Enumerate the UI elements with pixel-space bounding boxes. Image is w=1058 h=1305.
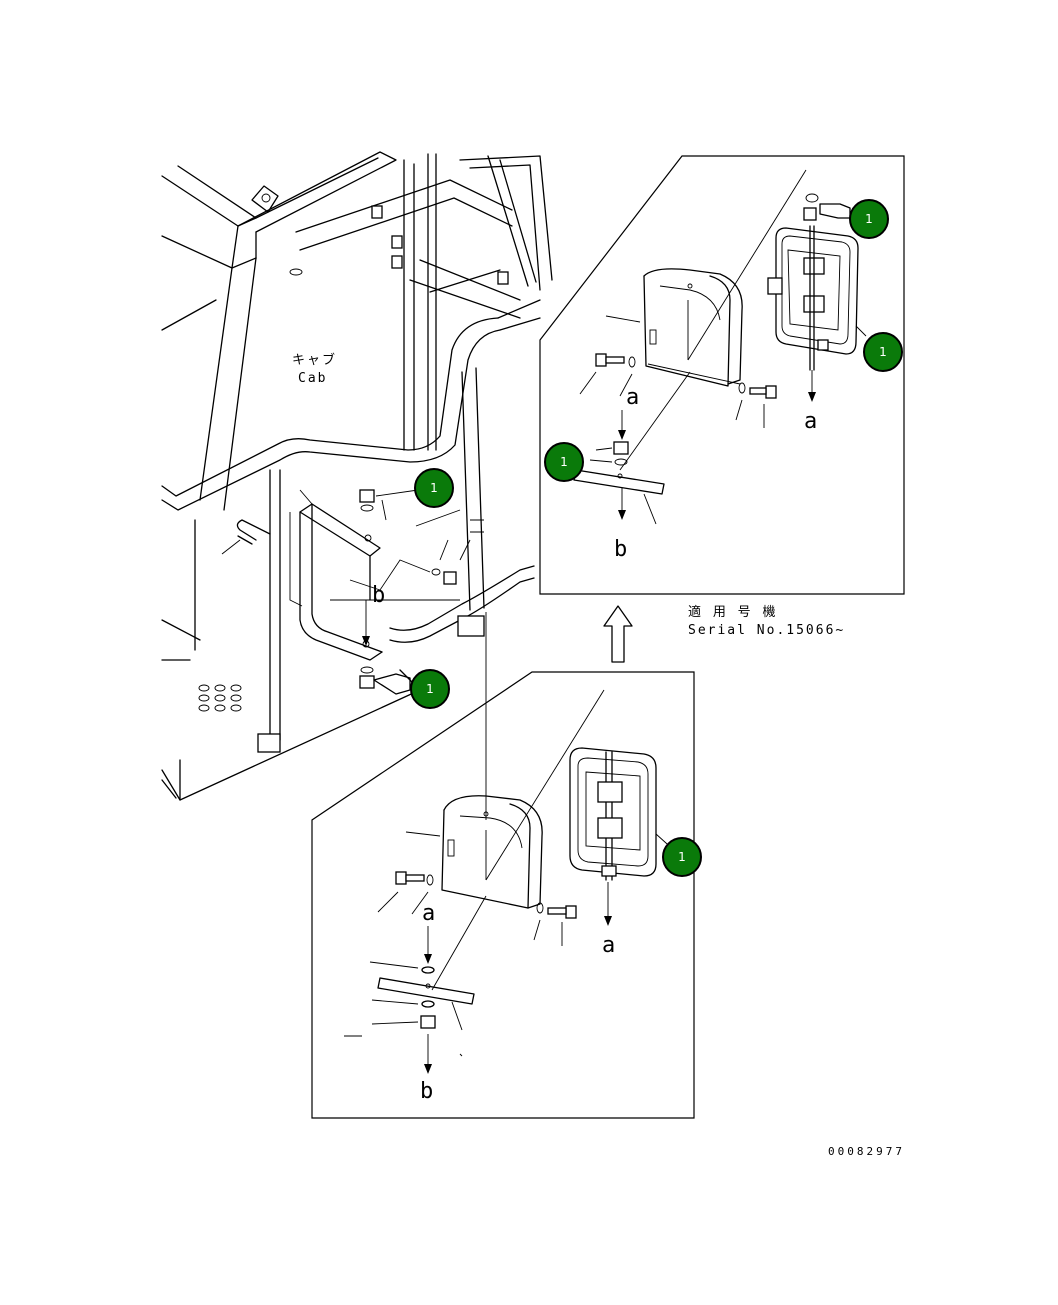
mirror-unit-lower — [569, 747, 677, 881]
view-letter-a-upper-left: a — [626, 385, 639, 410]
svg-text:1: 1 — [678, 850, 686, 864]
svg-text:1: 1 — [865, 212, 873, 226]
bolts-lower — [377, 871, 577, 946]
cab-frame — [161, 151, 553, 801]
mirror-bracket-main — [289, 489, 460, 661]
view-letter-a-lower-left: a — [422, 901, 435, 926]
view-letter-a-lower-right: a — [602, 933, 615, 958]
callout-1-main-top: 1 — [414, 468, 454, 508]
callout-1-upper-mirror: 1 — [863, 332, 903, 372]
bolts-upper — [579, 353, 777, 428]
serial-label-en: Serial No.15066~ — [688, 623, 845, 638]
svg-text:1: 1 — [879, 345, 887, 359]
cab-label-en: Cab — [298, 371, 327, 386]
u-bolt — [221, 519, 271, 555]
serial-label-jp: 適 用 号 機 — [688, 604, 777, 620]
svg-text:1: 1 — [560, 455, 568, 469]
hood-cover-lower — [405, 795, 543, 909]
serial-arrow — [603, 605, 633, 663]
mirror-unit-upper — [767, 193, 867, 371]
hood-cover-upper — [643, 268, 743, 387]
main-leaders — [362, 499, 487, 820]
view-letter-b-main: b — [372, 583, 385, 608]
svg-text:1: 1 — [426, 682, 434, 696]
deck-holes — [198, 684, 242, 712]
view-letter-a-upper-right: a — [804, 409, 817, 434]
callout-1-main-bottom: 1 — [410, 669, 450, 709]
inset-lower — [311, 671, 695, 1119]
callout-1-upper-nut: 1 — [849, 199, 889, 239]
svg-text:1: 1 — [430, 481, 438, 495]
callout-1-upper-washer: 1 — [544, 442, 584, 482]
callout-1-lower-mirror: 1 — [662, 837, 702, 877]
view-letter-b-upper: b — [614, 537, 627, 562]
document-number: 00082977 — [828, 1145, 905, 1158]
bracket-nuts — [359, 489, 471, 695]
cab-label-jp: キャブ — [292, 352, 337, 368]
view-letter-b-lower: b — [420, 1079, 433, 1104]
inset-upper — [539, 155, 905, 595]
